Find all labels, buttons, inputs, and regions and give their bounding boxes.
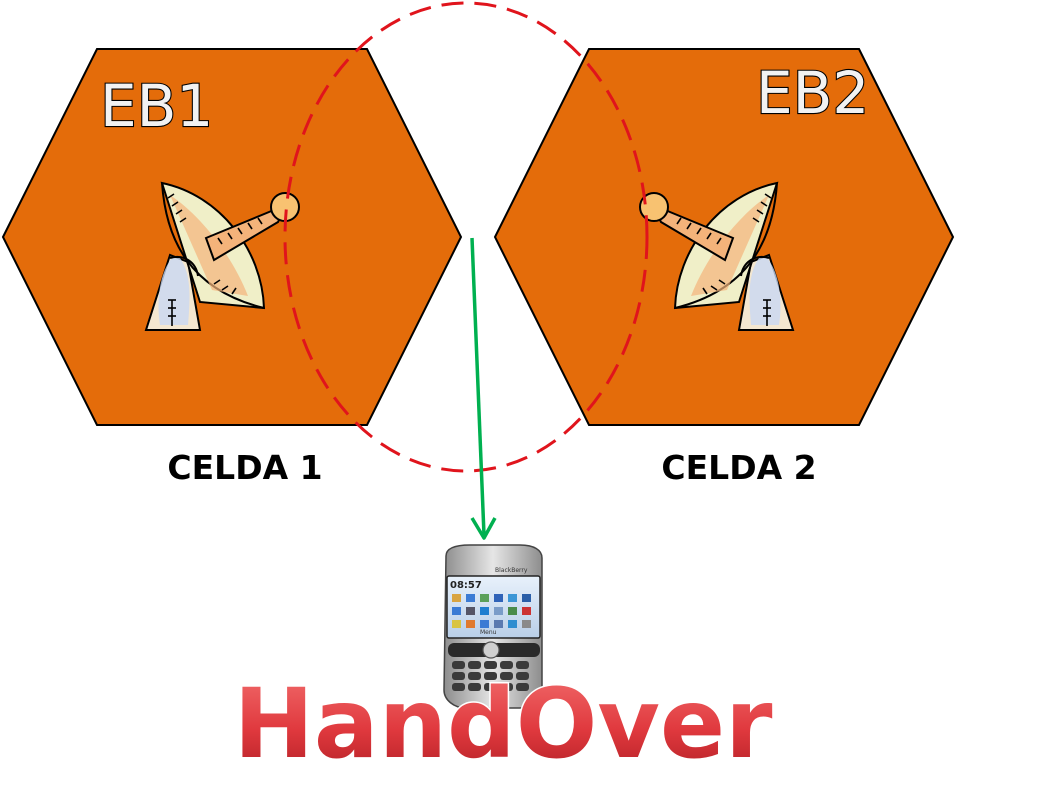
phone-menu: Menu — [480, 629, 497, 636]
handover-arrow — [470, 237, 486, 536]
mobile-phone-icon: 08:57 BlackBerry Menu — [443, 544, 543, 709]
antenna-dish-icon — [144, 181, 300, 331]
phone-time: 08:57 — [450, 580, 482, 591]
phone-brand: BlackBerry — [495, 567, 528, 574]
app-icon-grid — [452, 594, 531, 628]
eb2-label: EB2 — [756, 59, 869, 127]
eb1-label: EB1 — [100, 72, 213, 140]
cell-1-label: CELDA 1 — [167, 448, 322, 487]
antenna-dish-icon — [639, 181, 795, 331]
arrow-head — [470, 517, 497, 540]
handover-title: HandOver — [234, 668, 773, 780]
cell-2-label: CELDA 2 — [661, 448, 816, 487]
overlap-zone-ring — [283, 1, 649, 473]
